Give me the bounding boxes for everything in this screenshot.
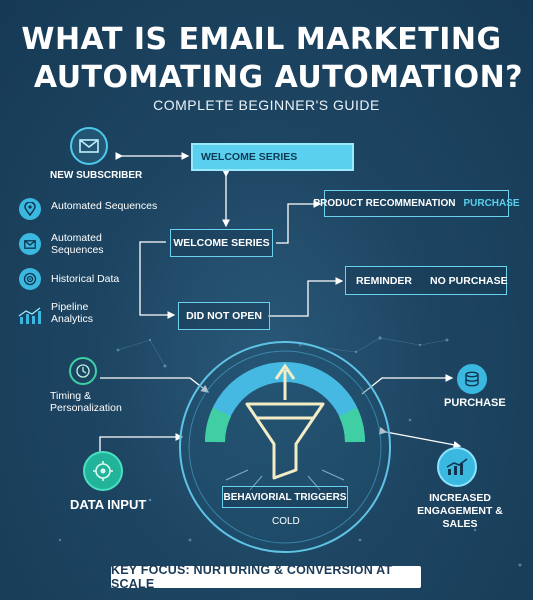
purchase-tag: PURCHASE [463, 198, 520, 209]
timing-personalization-label: Timing & Personalization [50, 390, 122, 414]
bar-chart-icon [18, 307, 42, 325]
data-input-icon [83, 451, 123, 491]
welcome-series-top-box: WELCOME SERIES [191, 143, 354, 171]
welcome-series-mid-box: WELCOME SERIES [170, 229, 273, 257]
engagement-label: INCREASED ENGAGEMENT & SALES [417, 492, 503, 530]
target-icon [19, 268, 41, 290]
location-pin-icon [19, 198, 41, 220]
data-input-label: DATA INPUT [70, 497, 147, 512]
cold-label: COLD [272, 516, 300, 527]
reminder-label: REMINDER [356, 274, 413, 287]
did-not-open-box: DID NOT OPEN [178, 302, 270, 330]
key-focus-banner: KEY FOCUS: NURTURING & CONVERSION AT SCA… [111, 563, 421, 591]
page-title-line2: AUTOMATING AUTOMATION? [33, 60, 524, 95]
envelope-icon [19, 233, 41, 255]
reminder-box: REMINDER NO PURCHASE [345, 266, 508, 295]
behavioral-triggers-box: BEHAVIORIAL TRIGGERS [222, 486, 348, 508]
purchase-label: PURCHASE [444, 397, 506, 409]
product-recommendation-box: PRODUCT RECOMMENATION PURCHASE [313, 190, 520, 217]
product-recommendation-label: PRODUCT RECOMMENATION [313, 198, 456, 209]
sidebar-item-label: Automated Sequences [51, 200, 158, 212]
sidebar-item-label: Pipeline Analytics [51, 301, 94, 325]
sidebar-item-label: Historical Data [51, 273, 120, 285]
envelope-icon [70, 127, 108, 165]
no-purchase-label: NO PURCHASE [430, 274, 508, 287]
database-icon [457, 364, 487, 394]
page-subtitle: COMPLETE BEGINNER'S GUIDE [153, 97, 380, 113]
page-title-line1: WHAT IS EMAIL MARKETING [21, 22, 502, 57]
new-subscriber-label: NEW SUBSCRIBER [50, 170, 143, 181]
clock-icon [69, 357, 97, 385]
sidebar-item-label: Automated Sequences [51, 232, 104, 256]
growth-chart-icon [437, 447, 477, 487]
